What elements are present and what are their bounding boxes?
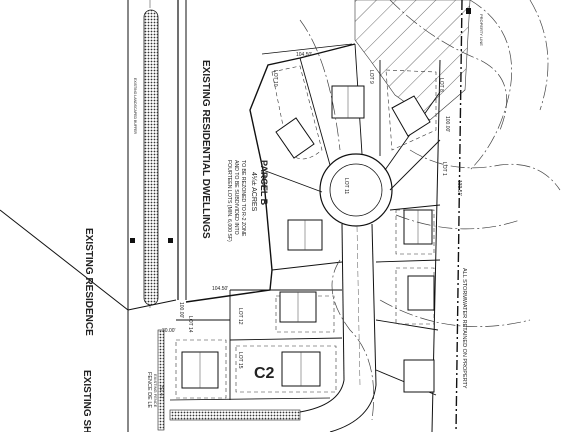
- stamp-line: [261, 43, 353, 55]
- street-curve-east: [329, 384, 377, 432]
- property-line-right: [455, 0, 463, 432]
- stormwater-note: ALL STORMWATER RETAINED ON PROPERTY: [461, 268, 467, 389]
- lot-label-14: LOT 14: [187, 316, 193, 333]
- lot-label-10: LOT 10: [272, 70, 278, 87]
- dimension-label: 100.00': [444, 116, 450, 132]
- street-east-edge: [371, 223, 377, 386]
- street-west-edge: [341, 223, 345, 381]
- existing-dwellings-label: EXISTING RESIDENTIAL DWELLINGS: [200, 60, 211, 239]
- road-edge-left-lower: [0, 209, 129, 311]
- dimension-label: 30.00': [162, 328, 176, 334]
- street-centerline: [356, 225, 361, 386]
- dimension-label: 100.00': [178, 302, 184, 318]
- parcel-b-note-3: FOURTEEN LOTS (MIN. 6,000 SF): [226, 160, 232, 242]
- survey-monument: [168, 238, 173, 243]
- parcel-b-area: 4¼± ACRES: [250, 172, 257, 212]
- lot-label-8: LOT 8: [438, 78, 444, 92]
- survey-monument: [130, 238, 135, 243]
- parcel-b-note-2: AND TO BE SUBDIVIDED INTO: [233, 160, 239, 235]
- lot-label-15: LOT 15: [237, 352, 243, 369]
- contour-lines: [299, 0, 561, 421]
- cul-de-sac-inner: [329, 163, 383, 217]
- road-edge-bottom-left: [127, 299, 177, 311]
- dimension-label: 100.00': [260, 172, 266, 188]
- parcel-boundary: [185, 43, 356, 303]
- fence-note-2: EXISTING FENCE: [153, 374, 158, 408]
- landscaped-buffer-label: EXISTING LANDSCAPED BUFFER: [133, 78, 137, 134]
- dimension-label: 104.50': [212, 286, 228, 292]
- parcel-b-title: PARCEL B: [259, 160, 269, 206]
- fence-strip: [157, 329, 165, 431]
- parcel-c2-label: C2: [254, 365, 275, 382]
- dimension-label: 104.50': [296, 52, 312, 58]
- street-bottom-edge: [169, 397, 331, 401]
- lot-label-11: LOT 11: [343, 178, 349, 194]
- property-line-label: PROPERTY LINE: [479, 14, 484, 46]
- dimension-label: 52.47': [158, 386, 164, 400]
- existing-shops-label: EXISTING SHO: [81, 370, 92, 432]
- dimension-label: 133.51': [456, 180, 462, 196]
- fence-note: FENCE DE LE: [146, 372, 152, 408]
- existing-residence-label: EXISTING RESIDENCE: [83, 228, 94, 336]
- lot-label-1: LOT 1: [441, 162, 447, 176]
- lot-label-9: LOT 9: [368, 70, 374, 84]
- fence-strip: [169, 409, 301, 421]
- landscaped-median: [143, 9, 159, 306]
- lot-label-12: LOT 12: [237, 308, 243, 325]
- house-detail-lines: [199, 86, 419, 388]
- parcel-b-note-1: TO BE REZONED TO R-2 ZONE: [240, 160, 246, 237]
- survey-monument: [466, 8, 471, 14]
- cul-de-sac-outer: [319, 153, 393, 227]
